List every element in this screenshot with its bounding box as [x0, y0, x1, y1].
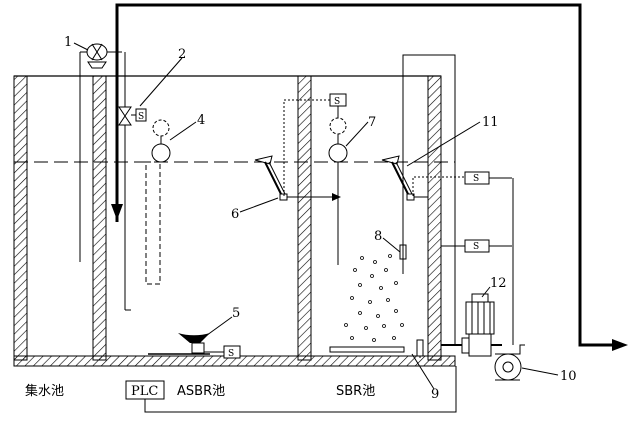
mixer-s-label: S [228, 349, 234, 359]
divider-wall-2 [297, 75, 312, 361]
decanter-6: S [254, 93, 347, 201]
level-float-4 [145, 119, 171, 285]
callout-2: 2 [178, 47, 186, 62]
decanter-11-s-label: S [473, 174, 479, 184]
decanter-6-s-label: S [334, 97, 340, 107]
callout-8: 8 [374, 229, 382, 244]
decanter-11: S [381, 155, 512, 201]
callout-numbers: 1 2 4 5 6 7 8 9 10 11 12 [64, 35, 577, 402]
effluent-outlet-arrow [612, 339, 628, 351]
main-feed-pipe [115, 3, 618, 347]
callout-6: 6 [231, 207, 239, 222]
lift-pump-1 [79, 43, 122, 262]
tank-labels: 集水池 ASBR池 SBR池 [25, 383, 375, 399]
probe-8-s-label: S [473, 242, 479, 252]
do-probe-8: S [399, 239, 512, 274]
callout-12: 12 [490, 276, 507, 291]
aeration-bubbles [344, 254, 404, 342]
callout-4: 4 [197, 113, 205, 128]
pump-1-base [87, 61, 107, 69]
divider-wall-1 [92, 75, 107, 361]
callout-leaders [73, 42, 559, 390]
callout-10: 10 [560, 369, 577, 384]
plc-controller: PLC [125, 366, 457, 413]
right-outer-wall [427, 75, 442, 361]
solenoid-valve-2: S [118, 52, 147, 311]
mixer-5: S [148, 333, 241, 359]
collection-tank-label: 集水池 [25, 383, 64, 399]
sbr-tank-label: SBR池 [336, 384, 375, 399]
callout-7: 7 [368, 115, 376, 130]
asbr-tank-label: ASBR池 [177, 384, 225, 399]
feed-inlet-arrow [111, 204, 123, 220]
level-float-7 [328, 106, 348, 265]
diffuser-9 [329, 339, 424, 358]
callout-1: 1 [64, 35, 72, 50]
plc-label: PLC [131, 384, 158, 399]
left-outer-wall [13, 75, 28, 361]
pump-10 [494, 178, 525, 381]
valve-2-s-label: S [138, 112, 144, 122]
blower-12 [441, 293, 502, 357]
callout-5: 5 [232, 306, 240, 321]
callout-11: 11 [482, 115, 499, 130]
callout-9: 9 [431, 387, 439, 402]
return-pipe [402, 54, 456, 345]
